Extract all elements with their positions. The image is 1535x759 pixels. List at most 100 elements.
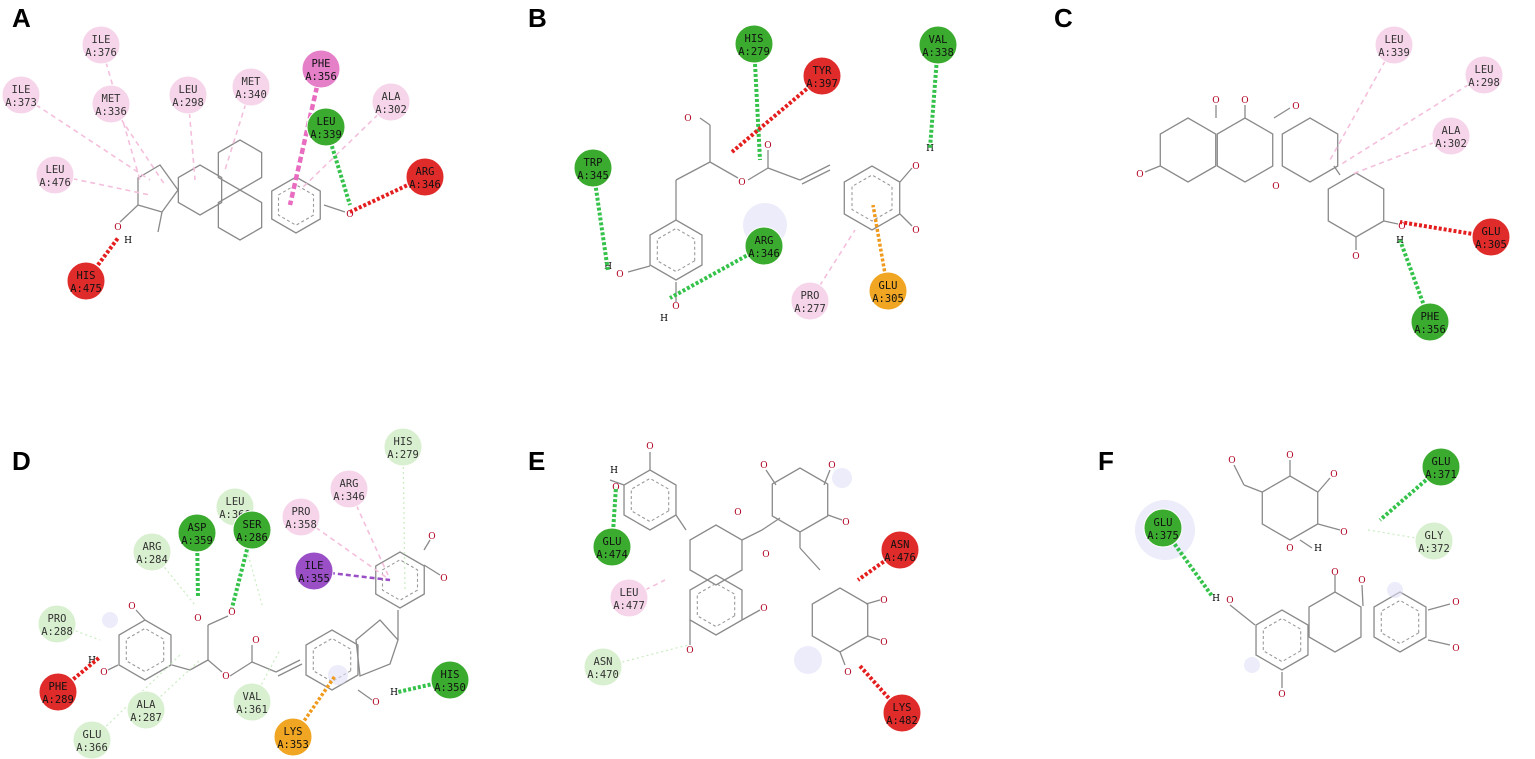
interaction-line	[1339, 74, 1485, 166]
interaction-line	[145, 659, 201, 711]
residue-circle	[72, 720, 112, 759]
residue-name: ASP	[188, 522, 207, 534]
residue-name: ILE	[92, 34, 111, 46]
residue-name: LEU	[317, 116, 336, 128]
interaction-lines-C	[1329, 44, 1492, 323]
svg-text:O: O	[128, 602, 135, 612]
residue-name: ILE	[305, 560, 324, 572]
svg-text:O: O	[844, 668, 851, 678]
residue-circle	[168, 75, 208, 115]
residue-circle	[609, 578, 649, 618]
residue-circle	[301, 49, 341, 89]
interaction-line	[56, 655, 102, 694]
residue-name: TYR	[813, 65, 833, 77]
svg-text:O: O	[686, 646, 693, 656]
residue-name: ARG	[340, 478, 359, 490]
residue-circle	[1, 75, 41, 115]
residue-circle	[790, 281, 830, 321]
residue-circle	[37, 604, 77, 644]
residue-circle	[744, 226, 784, 266]
residue-circle	[177, 513, 217, 553]
residue-id: A:474	[596, 549, 628, 561]
residue-name: ALA	[137, 699, 157, 711]
interaction-line	[287, 68, 324, 206]
residue-id: A:355	[298, 573, 330, 585]
svg-text:O: O	[1340, 528, 1347, 538]
interaction-lines-F	[1161, 465, 1443, 598]
residue-id: A:339	[310, 129, 342, 141]
svg-text:O: O	[646, 442, 653, 452]
residue-circle	[91, 84, 131, 124]
residue-id: A:476	[39, 177, 71, 189]
residue-circle	[1414, 521, 1454, 561]
residue-name: SER	[243, 519, 263, 531]
residue-name: PRO	[801, 290, 820, 302]
svg-text:H: H	[610, 466, 618, 476]
svg-text:O: O	[1228, 456, 1235, 466]
residue-id: A:302	[1435, 138, 1467, 150]
svg-text:O: O	[762, 550, 769, 560]
residue-circle	[868, 271, 908, 311]
residue-id: A:336	[95, 106, 127, 118]
residue-name: PHE	[312, 58, 331, 70]
svg-text:O: O	[372, 698, 379, 708]
residue-id: A:288	[41, 626, 73, 638]
residue-name: PHE	[49, 681, 68, 693]
residue-circle	[573, 148, 613, 188]
residue-id: A:356	[1414, 324, 1446, 336]
panel-label-E: E	[528, 446, 545, 476]
residue-circle	[383, 427, 423, 467]
residue-name: ALA	[382, 91, 402, 103]
svg-text:O: O	[1278, 690, 1285, 700]
residue-name: PRO	[48, 613, 67, 625]
residue-name: ARG	[143, 541, 162, 553]
residue-circle	[66, 261, 106, 301]
svg-text:O: O	[738, 178, 745, 188]
residue-name: LEU	[1385, 34, 1404, 46]
panel-label-A: A	[12, 3, 31, 33]
residue-id: A:371	[1425, 469, 1457, 481]
panel-label-D: D	[12, 446, 31, 476]
residue-circle	[294, 551, 334, 591]
residue-name: LEU	[46, 164, 65, 176]
interaction-line	[1398, 239, 1432, 323]
residue-circle	[918, 25, 958, 65]
interaction-line	[110, 103, 166, 186]
residue-circle	[1471, 217, 1511, 257]
residue-name: PHE	[1421, 311, 1440, 323]
residue-id: A:346	[748, 248, 780, 260]
residue-id: A:475	[70, 283, 102, 295]
svg-text:O: O	[672, 302, 679, 312]
svg-text:O: O	[1286, 451, 1293, 461]
ligand-structure-A: OHO	[114, 139, 354, 246]
residue-id: A:298	[1468, 77, 1500, 89]
svg-text:O: O	[440, 574, 447, 584]
residue-name: VAL	[929, 34, 948, 46]
residue-name: GLU	[83, 729, 102, 741]
svg-text:H: H	[88, 656, 96, 666]
residue-id: A:305	[872, 293, 904, 305]
residue-circle	[1421, 447, 1461, 487]
residue-name: GLU	[1482, 226, 1501, 238]
